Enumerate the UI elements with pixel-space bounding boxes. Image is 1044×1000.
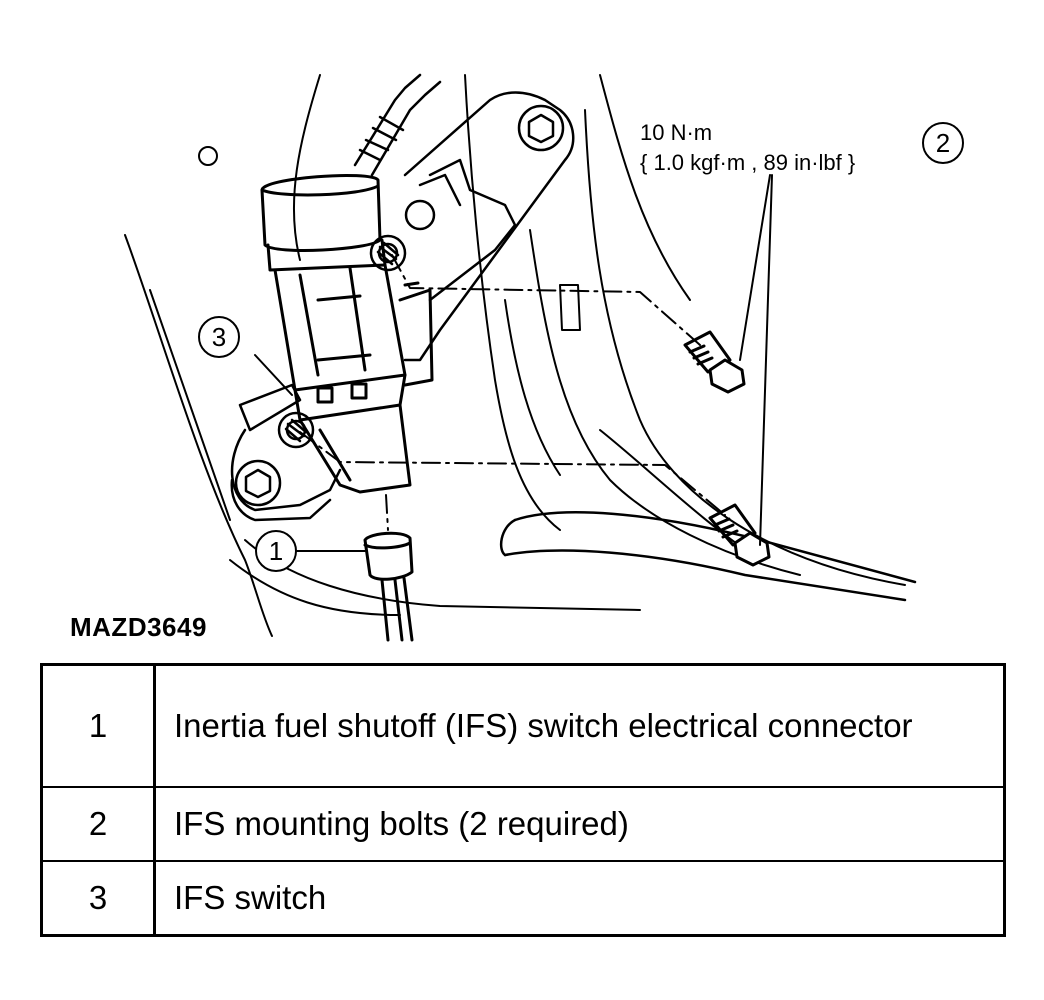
callout-2: 2 — [922, 122, 964, 164]
leader-lines — [254, 174, 773, 552]
switch-mount-hole-top — [369, 234, 407, 272]
legend-row: 1 Inertia fuel shutoff (IFS) switch elec… — [40, 663, 1006, 788]
callout-3: 3 — [198, 316, 240, 358]
bracket-bolt-bottom — [234, 459, 282, 507]
legend-row: 3 IFS switch — [40, 860, 1006, 937]
legend-description: IFS mounting bolts (2 required) — [153, 786, 1006, 862]
legend-number: 1 — [40, 663, 156, 788]
torque-spec: 10 N·m { 1.0 kgf·m , 89 in·lbf } — [640, 118, 855, 178]
legend-description: Inertia fuel shutoff (IFS) switch electr… — [153, 663, 1006, 788]
electrical-connector — [363, 531, 414, 642]
mounting-bracket — [230, 91, 575, 522]
ifs-switch-body — [260, 173, 434, 494]
legend-description: IFS switch — [153, 860, 1006, 937]
legend-row: 2 IFS mounting bolts (2 required) — [40, 786, 1006, 862]
upper-tube — [353, 73, 442, 177]
alignment-lines — [299, 254, 726, 531]
diagram-drawing — [124, 73, 917, 642]
legend-number: 2 — [40, 786, 156, 862]
figure-id: MAZD3649 — [70, 612, 207, 642]
callout-1: 1 — [255, 530, 297, 572]
mounting-bolt-upper — [683, 330, 746, 394]
switch-mount-hole-bottom — [277, 411, 315, 449]
ifs-switch-diagram — [124, 73, 917, 642]
fuel-hose — [499, 511, 917, 602]
body-panel-lines — [124, 74, 906, 637]
bracket-bolt-top — [517, 104, 565, 152]
legend-table: 1 Inertia fuel shutoff (IFS) switch elec… — [40, 663, 1006, 937]
torque-spec-line2: { 1.0 kgf·m , 89 in·lbf } — [640, 150, 856, 175]
body-hole — [198, 146, 218, 166]
legend-number: 3 — [40, 860, 156, 937]
torque-spec-line1: 10 N·m — [640, 120, 713, 145]
